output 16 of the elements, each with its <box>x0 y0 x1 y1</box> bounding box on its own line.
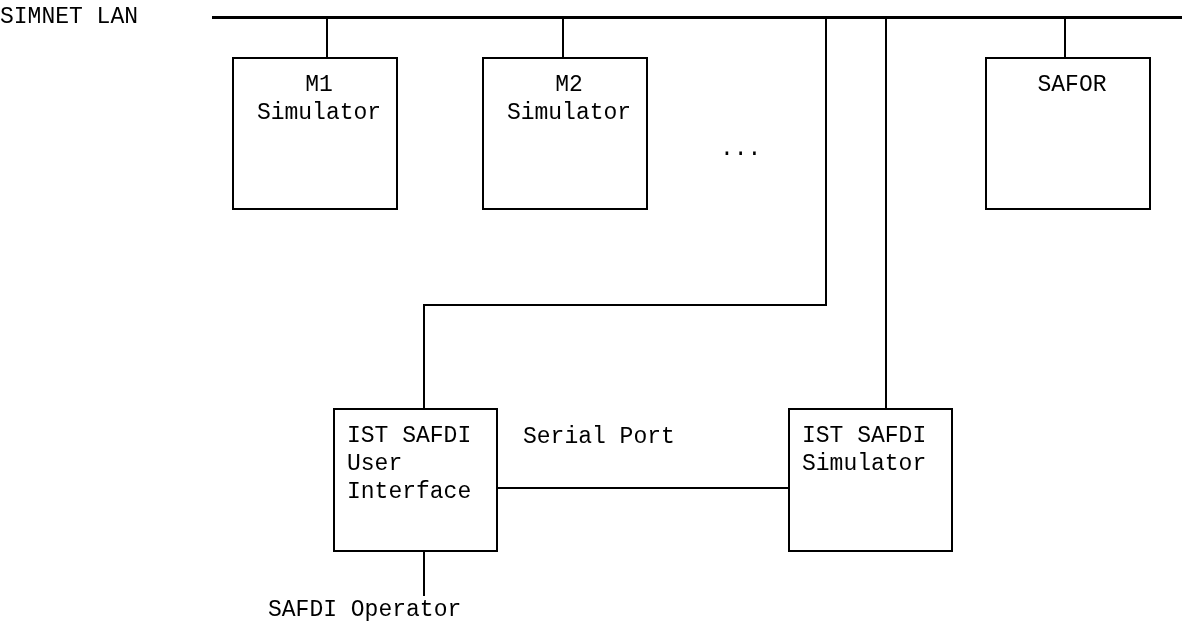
connector-line <box>1064 16 1066 58</box>
network-label: SIMNET LAN <box>0 6 139 29</box>
system-box: IST SAFDI Simulator <box>788 408 953 552</box>
connector-line <box>326 16 328 58</box>
ellipsis-label: ... <box>720 138 762 161</box>
connector-line <box>423 16 827 409</box>
system-box: IST SAFDI User Interface <box>333 408 498 552</box>
system-box: M2 Simulator <box>482 57 648 210</box>
connector-line <box>423 551 425 597</box>
connector-line <box>497 487 789 489</box>
system-box: SAFOR <box>985 57 1151 210</box>
network-bus-line <box>212 16 1182 19</box>
system-box: M1 Simulator <box>232 57 398 210</box>
operator-label: SAFDI Operator <box>268 596 488 626</box>
connector-line <box>562 16 564 58</box>
connector-line <box>885 16 887 409</box>
